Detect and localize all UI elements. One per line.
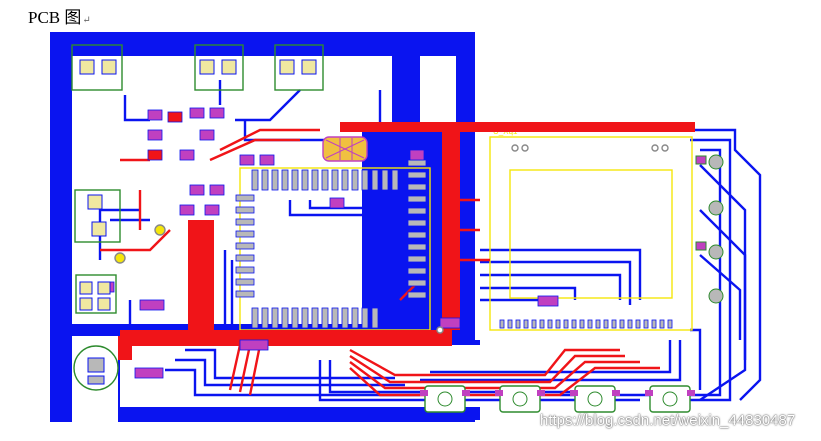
crystal-component [322, 136, 368, 162]
caption-text: PCB 图 [28, 8, 82, 27]
chip-pads [235, 159, 673, 329]
top-connectors [71, 44, 324, 314]
caption: PCB 图↵ [28, 3, 91, 28]
vias [114, 144, 669, 334]
bottom-buttons [420, 385, 695, 413]
watermark: https://blog.csdn.net/weixin_44830487 [540, 412, 796, 429]
right-connectors [695, 154, 724, 304]
top-copper-traces [100, 122, 695, 397]
paragraph-mark-icon: ↵ [82, 15, 91, 26]
smd-components [99, 107, 559, 379]
round-component [73, 345, 119, 391]
bottom-copper-traces [98, 80, 762, 402]
